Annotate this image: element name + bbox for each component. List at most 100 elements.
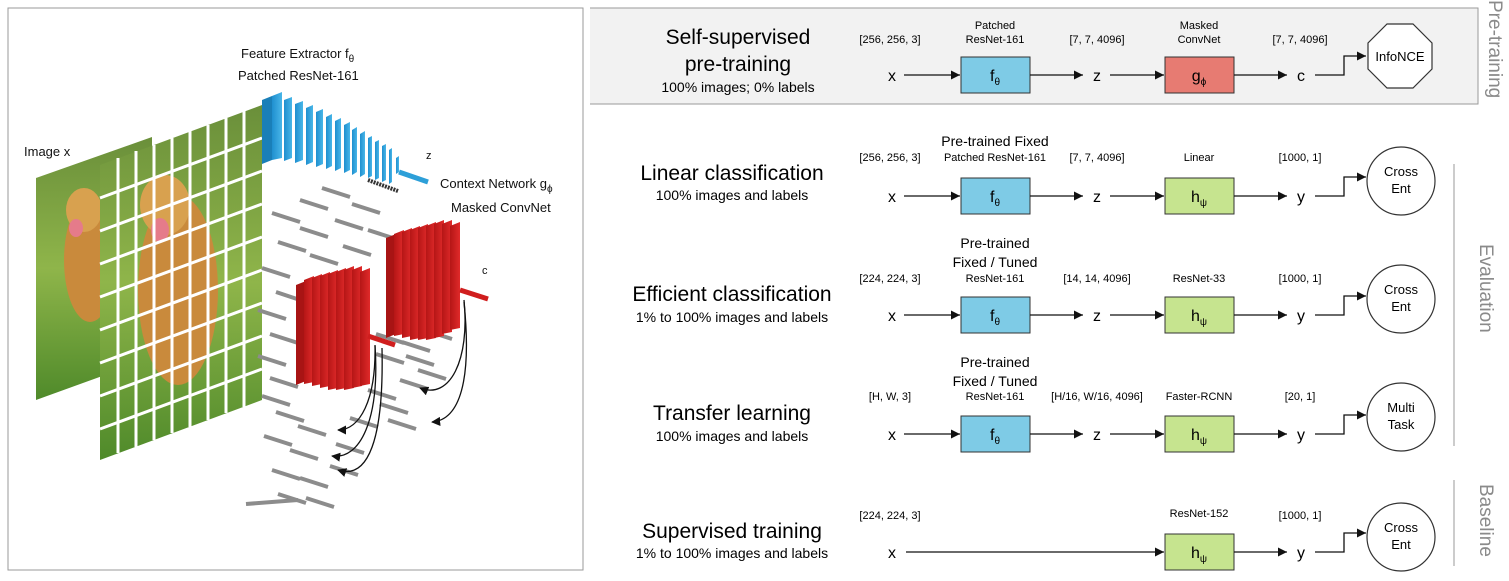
efficient-dim-z: [14, 14, 4096] bbox=[1063, 273, 1130, 285]
transfer-net1-line2: Fixed / Tuned bbox=[953, 373, 1038, 389]
row-transfer-learning: Transfer learning 100% images and labels… bbox=[653, 354, 1436, 453]
linear-dim-y: [1000, 1] bbox=[1279, 152, 1322, 164]
row-linear-classification: Linear classification 100% images and la… bbox=[640, 133, 1436, 216]
pretraining-g-box bbox=[1164, 56, 1235, 94]
efficient-var-y: y bbox=[1297, 308, 1305, 325]
supervised-loss-line2: Ent bbox=[1391, 537, 1411, 552]
transfer-f-label: fθ bbox=[990, 427, 1000, 447]
linear-net1-line2: Patched ResNet-161 bbox=[944, 152, 1046, 164]
feature-extractor-stack bbox=[262, 92, 429, 193]
transfer-net1-line3: ResNet-161 bbox=[966, 391, 1025, 403]
pretraining-net2-line2: ConvNet bbox=[1178, 34, 1221, 46]
pretraining-g-label: gϕ bbox=[1192, 68, 1207, 88]
linear-net1-line1: Pre-trained Fixed bbox=[941, 133, 1048, 149]
efficient-var-x: x bbox=[888, 308, 896, 325]
linear-dim-z: [7, 7, 4096] bbox=[1069, 152, 1124, 164]
linear-h-box bbox=[1164, 177, 1235, 215]
efficient-h-label: hψ bbox=[1191, 308, 1207, 328]
efficient-var-z: z bbox=[1093, 308, 1101, 325]
efficient-net1-line1: Pre-trained bbox=[960, 235, 1029, 251]
supervised-loss-line1: Cross bbox=[1384, 520, 1418, 535]
efficient-net1-line2: Fixed / Tuned bbox=[953, 254, 1038, 270]
supervised-loss-circle bbox=[1366, 502, 1436, 572]
side-label-evaluation: Evaluation bbox=[1475, 244, 1496, 333]
supervised-var-x: x bbox=[888, 545, 896, 562]
supervised-dim-x: [224, 224, 3] bbox=[859, 510, 920, 522]
pretraining-dim-z: [7, 7, 4096] bbox=[1069, 34, 1124, 46]
efficient-subtitle: 1% to 100% images and labels bbox=[636, 309, 828, 325]
linear-var-y: y bbox=[1297, 189, 1305, 206]
z-label: z bbox=[426, 150, 432, 162]
transfer-net2: Faster-RCNN bbox=[1166, 391, 1233, 403]
supervised-var-y: y bbox=[1297, 545, 1305, 562]
transfer-var-x: x bbox=[888, 427, 896, 444]
pretraining-panel bbox=[590, 7, 1479, 105]
linear-loss-line1: Cross bbox=[1384, 164, 1418, 179]
efficient-title: Efficient classification bbox=[632, 283, 831, 306]
pretraining-net1-line1: Patched bbox=[975, 20, 1015, 32]
pretraining-dim-c: [7, 7, 4096] bbox=[1272, 34, 1327, 46]
prediction-arrows bbox=[331, 299, 468, 477]
transfer-arrow-loss bbox=[1315, 410, 1366, 435]
transfer-h-box bbox=[1164, 415, 1235, 453]
pretraining-net1-line2: ResNet-161 bbox=[966, 34, 1025, 46]
context-network-label: Context Network gϕ bbox=[440, 176, 553, 195]
supervised-h-label: hψ bbox=[1191, 545, 1207, 565]
image-photo-gridded bbox=[99, 105, 263, 460]
transfer-var-z: z bbox=[1093, 427, 1101, 444]
linear-f-box bbox=[960, 177, 1031, 215]
context-network-front bbox=[296, 266, 396, 390]
transfer-loss-line2: Task bbox=[1388, 417, 1415, 432]
supervised-net2: ResNet-152 bbox=[1170, 508, 1229, 520]
transfer-net1-line1: Pre-trained bbox=[960, 354, 1029, 370]
efficient-h-box bbox=[1164, 296, 1235, 334]
transfer-loss-line1: Multi bbox=[1387, 400, 1415, 415]
pretraining-var-x: x bbox=[888, 68, 896, 85]
transfer-h-label: hψ bbox=[1191, 427, 1207, 447]
efficient-dim-x: [224, 224, 3] bbox=[859, 273, 920, 285]
pretraining-var-c: c bbox=[1297, 68, 1305, 85]
linear-title: Linear classification bbox=[640, 162, 823, 185]
supervised-arrow-loss bbox=[1315, 528, 1366, 553]
transfer-subtitle: 100% images and labels bbox=[656, 428, 809, 444]
efficient-net1-line3: ResNet-161 bbox=[966, 273, 1025, 285]
latent-grid bbox=[245, 186, 453, 509]
infonce-octagon bbox=[1367, 23, 1433, 89]
linear-var-z: z bbox=[1093, 189, 1101, 206]
supervised-title: Supervised training bbox=[642, 520, 822, 543]
pretraining-subtitle: 100% images; 0% labels bbox=[661, 79, 814, 95]
pretraining-title-line1: Self-supervised bbox=[666, 26, 811, 49]
c-label: c bbox=[482, 265, 488, 277]
transfer-var-y: y bbox=[1297, 427, 1305, 444]
pretraining-title-line2: pre-training bbox=[685, 53, 791, 76]
efficient-net2: ResNet-33 bbox=[1173, 273, 1226, 285]
pipeline-diagrams: Pre-training Evaluation Baseline Self-su… bbox=[590, 0, 1505, 572]
linear-f-label: fθ bbox=[990, 189, 1000, 209]
feature-extractor-label: Feature Extractor fθ bbox=[241, 46, 355, 65]
transfer-loss-circle bbox=[1366, 382, 1436, 452]
efficient-dim-y: [1000, 1] bbox=[1279, 273, 1322, 285]
transfer-title: Transfer learning bbox=[653, 402, 811, 425]
linear-loss-line2: Ent bbox=[1391, 181, 1411, 196]
transfer-dim-z: [H/16, W/16, 4096] bbox=[1051, 391, 1143, 403]
efficient-loss-line2: Ent bbox=[1391, 299, 1411, 314]
image-label: Image x bbox=[24, 144, 71, 159]
linear-dim-x: [256, 256, 3] bbox=[859, 152, 920, 164]
supervised-dim-y: [1000, 1] bbox=[1279, 510, 1322, 522]
pretraining-net2-line1: Masked bbox=[1180, 20, 1219, 32]
transfer-dim-x: [H, W, 3] bbox=[869, 391, 911, 403]
efficient-loss-circle bbox=[1366, 264, 1436, 334]
linear-h-label: hψ bbox=[1191, 189, 1207, 209]
pretraining-var-z: z bbox=[1093, 68, 1101, 85]
row-pretraining: Self-supervised pre-training 100% images… bbox=[661, 20, 1433, 95]
supervised-subtitle: 1% to 100% images and labels bbox=[636, 545, 828, 561]
row-efficient-classification: Efficient classification 1% to 100% imag… bbox=[632, 235, 1436, 334]
feature-extractor-arch-label: Patched ResNet-161 bbox=[238, 68, 359, 83]
pretraining-f-label: fθ bbox=[990, 68, 1000, 88]
row-supervised-training: Supervised training 1% to 100% images an… bbox=[636, 502, 1436, 572]
pretraining-arrow-loss bbox=[1315, 51, 1366, 76]
architecture-illustration: Image x Feature Extractor fθ Patched Res… bbox=[7, 7, 584, 571]
pretraining-dim-x: [256, 256, 3] bbox=[859, 34, 920, 46]
efficient-loss-line1: Cross bbox=[1384, 282, 1418, 297]
linear-arrow-loss bbox=[1315, 172, 1366, 197]
